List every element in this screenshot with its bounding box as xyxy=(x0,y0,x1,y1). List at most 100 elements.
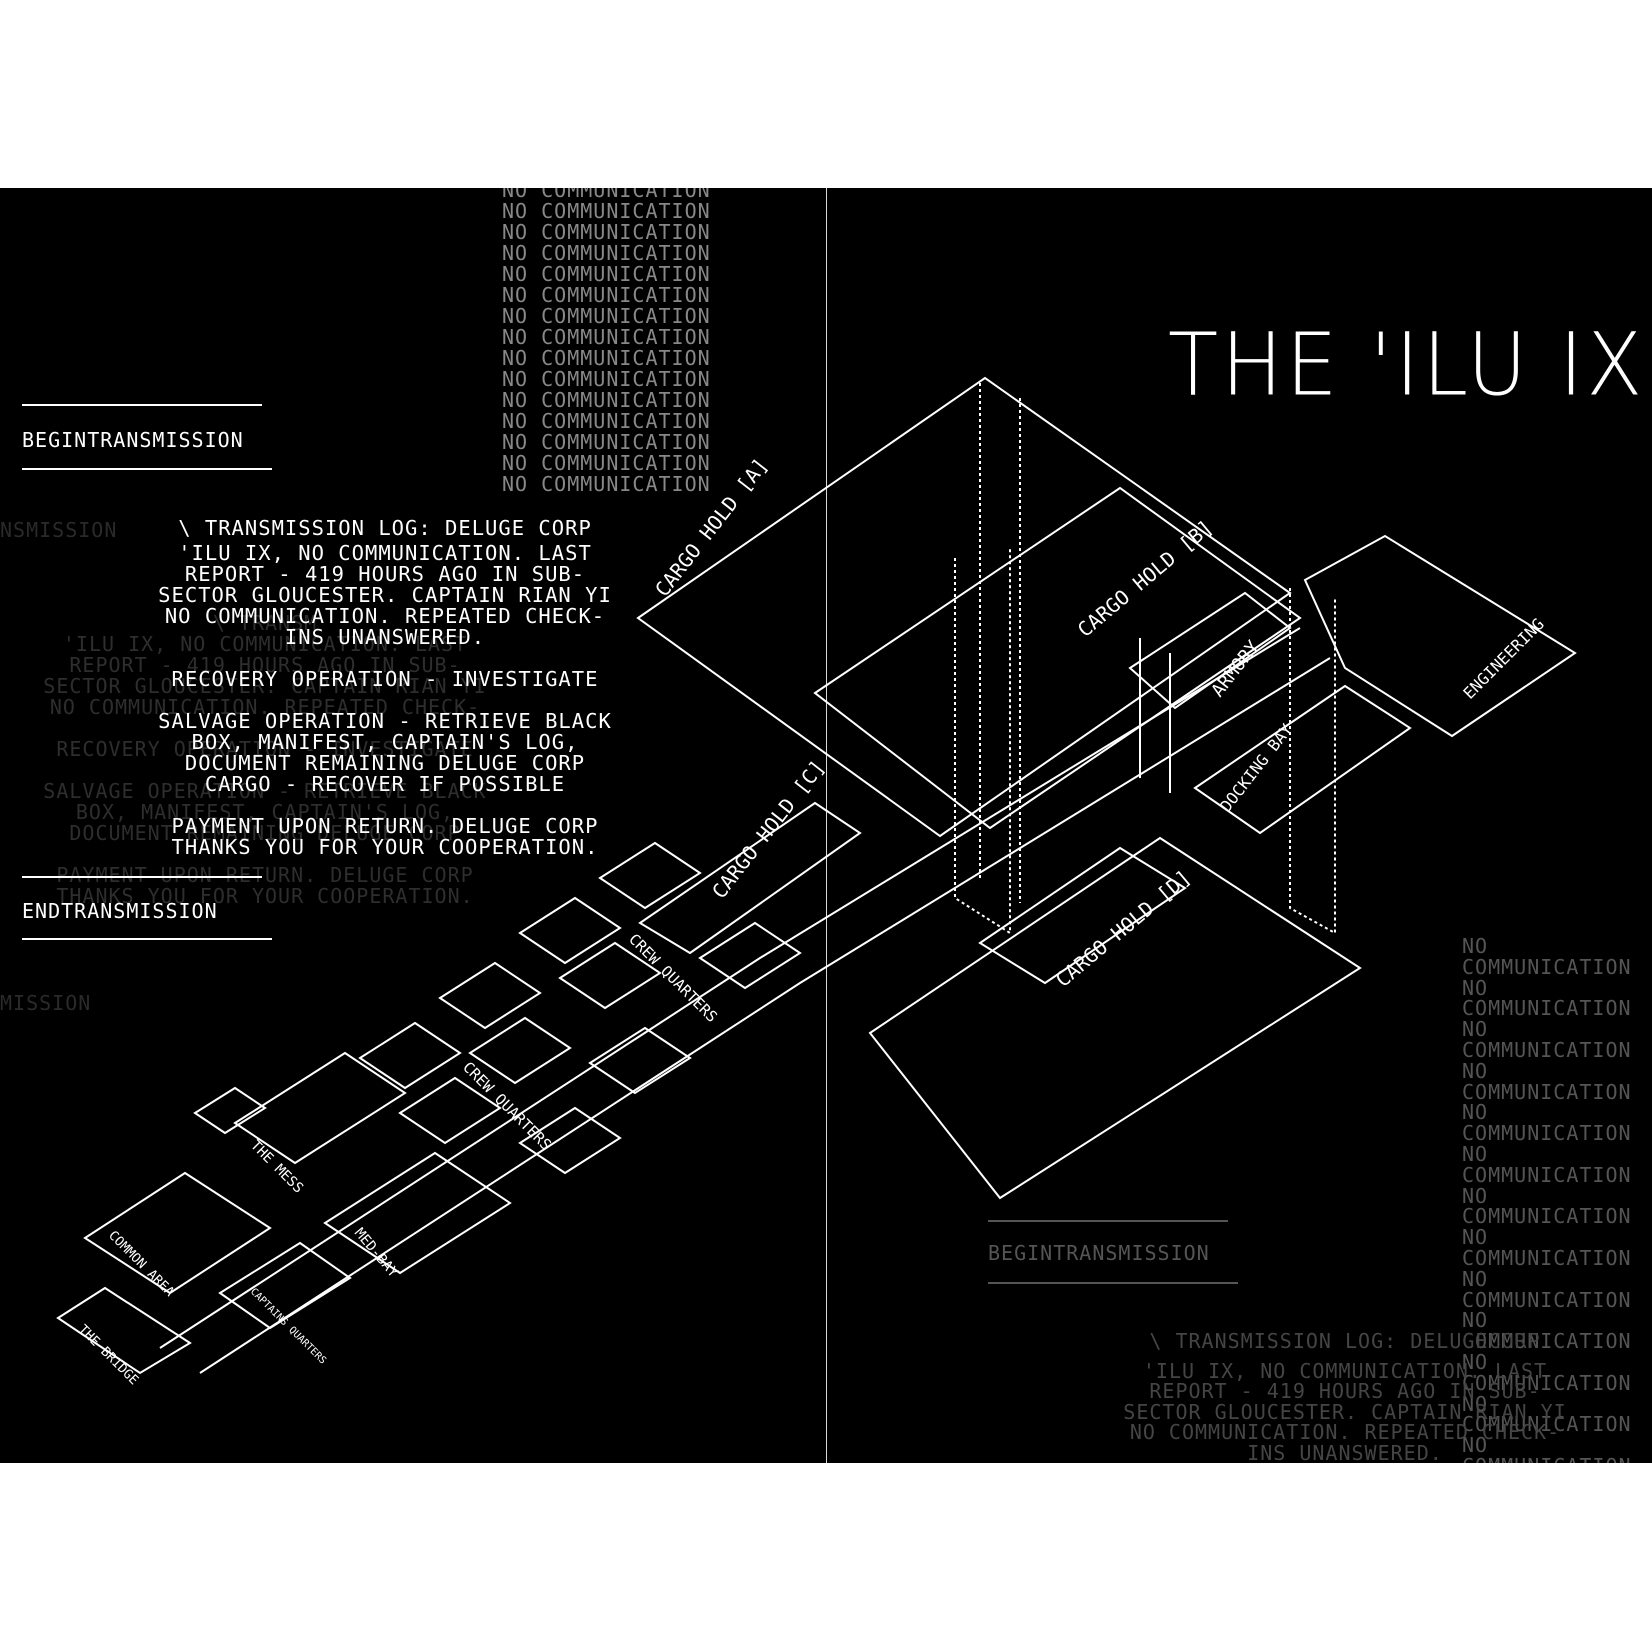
crew-module-2 xyxy=(558,941,662,1010)
label-crew-quarters-1: CREW QUARTERS xyxy=(625,930,721,1026)
no-communication-line: NO COMMUNICATION xyxy=(1462,1391,1632,1437)
no-communication-line: NO COMMUNICATION xyxy=(502,451,711,475)
begin-transmission-label: BEGINTRANSMISSION xyxy=(22,428,244,452)
ghost-transmission-fragment-2: MISSION xyxy=(0,991,92,1015)
transmission-log: \ TRANSMISSION LOG: DELUGE CORP 'ILU IX,… xyxy=(150,518,620,879)
begin-transmission-label-2: BEGINTRANSMISSION xyxy=(988,1241,1210,1265)
no-communication-line: NO COMMUNICATION xyxy=(502,199,711,223)
label-med-bay: MED-BAY xyxy=(351,1225,402,1281)
no-communication-line: NO COMMUNICATION xyxy=(502,409,711,433)
the-bridge-outline xyxy=(56,1286,192,1375)
no-communication-line: NO COMMUNICATION xyxy=(1462,1349,1632,1395)
no-communication-line: NO COMMUNICATION xyxy=(1462,1058,1632,1104)
label-cargo-hold-b: CARGO HOLD [B] xyxy=(1073,515,1218,642)
ghost-transmission-log: \ TRANSM 'ILU IX, NO COMMUNICATION. LAST… xyxy=(30,613,500,928)
common-area-outline xyxy=(83,1171,272,1295)
log-heading-2: \ TRANSMISSION LOG: DELUGECORP xyxy=(1149,1329,1541,1353)
no-communication-line: NO COMMUNICATION xyxy=(502,472,711,496)
shaft-left xyxy=(954,548,1011,935)
no-communication-line: NO COMMUNICATION xyxy=(1462,1141,1632,1187)
transmission-log-2: \ TRANSMISSION LOG: DELUGECORP 'ILU IX, … xyxy=(1110,1331,1580,1463)
crew-module-5 xyxy=(358,1021,462,1090)
no-communication-line: NO COMMUNICATION xyxy=(1462,1308,1632,1354)
page-fold-line xyxy=(826,188,827,1463)
label-common-area: COMMON AREA xyxy=(105,1228,177,1300)
log-recovery: RECOVERY OPERATION - INVESTIGATE xyxy=(171,667,599,691)
ghost-log-body: \ TRANSM 'ILU IX, NO COMMUNICATION. LAST… xyxy=(43,611,487,719)
no-communication-line: NO COMMUNICATION xyxy=(502,388,711,412)
end-rule-top xyxy=(22,876,262,878)
the-mess-outline xyxy=(233,1051,407,1165)
label-the-mess: THE MESS xyxy=(247,1138,306,1197)
ghost-recovery: RECOVERY OPERATION - INVESTIGATE xyxy=(56,737,474,761)
armory-outline xyxy=(1128,591,1292,710)
no-communication-line: NO COMMUNICATION xyxy=(502,241,711,265)
ghost-transmission-fragment: NSMISSION xyxy=(0,518,118,542)
end-transmission-label: ENDTRANSMISSION xyxy=(22,899,218,923)
captains-quarters-outline xyxy=(218,1241,352,1330)
no-communication-line: NO COMMUNICATION xyxy=(502,188,711,202)
log-body: 'ILU IX, NO COMMUNICATION. LAST REPORT -… xyxy=(158,541,612,649)
spine-lower xyxy=(199,657,1331,1374)
no-communication-line: NO COMMUNICATION xyxy=(502,304,711,328)
no-communication-line: NO COMMUNICATION xyxy=(502,430,711,454)
no-communication-line: NO COMMUNICATION xyxy=(1462,1266,1632,1312)
no-communication-line: NO COMMUNICATION xyxy=(1462,1100,1632,1146)
no-communication-line: NO COMMUNICATION xyxy=(1462,1433,1631,1463)
label-crew-quarters-2: CREW QUARTERS xyxy=(459,1058,555,1154)
begin-rule-bottom xyxy=(22,468,272,470)
crew-module-3 xyxy=(438,961,542,1030)
schematic-outlines xyxy=(56,376,1577,1375)
label-engineering: ENGINEERING xyxy=(1459,614,1547,702)
no-communication-line: NO COMMUNICATION xyxy=(502,220,711,244)
no-communication-line: NO COMMUNICATION xyxy=(1462,1225,1632,1270)
begin-rule-top xyxy=(22,404,262,406)
no-communication-line: NO COMMUNICATION xyxy=(502,325,711,349)
crew-module-8 xyxy=(518,1106,622,1175)
crew-module-10 xyxy=(698,921,802,990)
ship-schematic: CARGO HOLD [A] CARGO HOLD [B] CARGO HOLD… xyxy=(56,376,1577,1388)
begin-rule-bottom-2 xyxy=(988,1282,1238,1284)
log-body-2: 'ILU IX, NO COMMUNICATION. LAST REPORT -… xyxy=(1123,1358,1567,1463)
label-the-bridge: THE BRIDGE xyxy=(75,1322,141,1388)
med-bay-outline xyxy=(323,1151,512,1275)
cargo-hold-c-outline xyxy=(638,801,862,955)
no-communication-line: NO COMMUNICATION xyxy=(502,262,711,286)
cargo-hold-b-outline xyxy=(813,486,1302,830)
label-armory: ARMORY xyxy=(1207,637,1264,701)
end-rule-bottom xyxy=(22,938,272,940)
begin-rule-top-2 xyxy=(988,1220,1228,1222)
log-payment: PAYMENT UPON RETURN. DELUGE CORP THANKS … xyxy=(171,814,599,859)
label-cargo-hold-d: CARGO HOLD [D] xyxy=(1051,865,1196,992)
log-salvage: SALVAGE OPERATION - RETRIEVE BLACK BOX, … xyxy=(158,709,612,796)
no-communication-line: NO COMMUNICATION xyxy=(502,346,711,370)
crew-module-6 xyxy=(398,1076,502,1145)
no-communication-line: NO COMMUNICATION xyxy=(1462,1183,1632,1229)
cargo-hold-d-inner xyxy=(978,846,1187,985)
ship-title: THE 'ILU IX xyxy=(1168,315,1646,416)
engineering-outline xyxy=(1303,534,1577,738)
ghost-payment: PAYMENT UPON RETURN. DELUGE CORP THANKS … xyxy=(56,863,474,908)
docking-bay-outline xyxy=(1193,684,1412,835)
no-communication-line: NO COMMUNICATION xyxy=(502,283,711,307)
crew-module-9 xyxy=(598,841,702,910)
shaft-right xyxy=(1289,588,1336,935)
label-docking-bay: DOCKING BAY xyxy=(1216,720,1296,815)
crew-module-4 xyxy=(468,1016,572,1085)
no-communication-line: NO COMMUNICATION xyxy=(502,367,711,391)
cargo-hold-a-outline xyxy=(636,376,1292,838)
room-labels: CARGO HOLD [A] CARGO HOLD [B] CARGO HOLD… xyxy=(75,453,1548,1388)
no-communication-line: NO COMMUNICATION xyxy=(1462,975,1632,1021)
crew-module-1 xyxy=(518,896,622,965)
spine-upper xyxy=(159,627,1301,1349)
no-communication-line: NO COMMUNICATION xyxy=(1462,934,1632,979)
crew-module-7 xyxy=(588,1026,692,1095)
no-communication-line: NO COMMUNICATION xyxy=(1462,1017,1632,1062)
ghost-salvage: SALVAGE OPERATION - RETRIEVE BLACK BOX, … xyxy=(43,779,487,845)
log-heading: \ TRANSMISSION LOG: DELUGE CORP xyxy=(178,516,592,540)
label-cargo-hold-a: CARGO HOLD [A] xyxy=(650,453,773,601)
mess-annex xyxy=(193,1086,267,1135)
